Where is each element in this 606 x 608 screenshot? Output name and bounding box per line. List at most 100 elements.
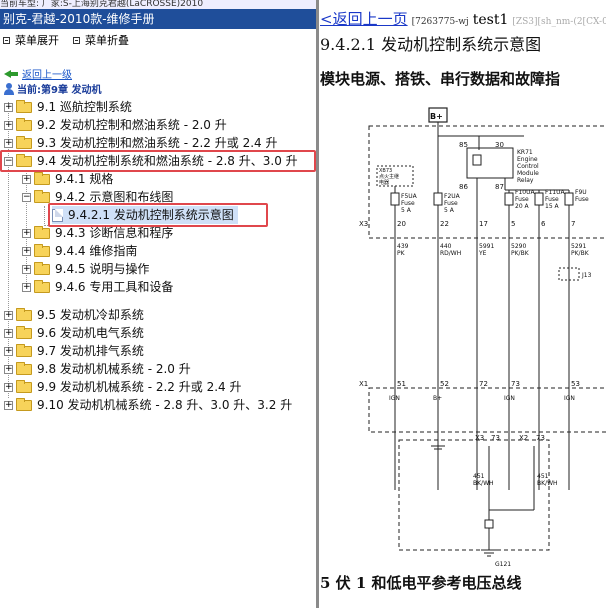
collapse-menu-button[interactable]: 菜单折叠 <box>73 32 129 48</box>
tree-item-9-10[interactable]: +9.10 发动机机械系统 - 2.8 升、3.0 升、3.2 升 <box>4 397 293 412</box>
wire-id: 5291 <box>571 243 586 250</box>
fuse-f9u <box>564 192 574 206</box>
pane-splitter[interactable] <box>316 0 319 608</box>
bplus-label: B+ <box>430 112 443 121</box>
expand-toggle[interactable]: + <box>22 245 31 256</box>
fuse-f2ua <box>433 192 443 206</box>
folder-icon <box>16 397 32 411</box>
fuse-block-outline <box>368 125 606 239</box>
wire-id: 5991 <box>479 243 494 250</box>
ground-outline <box>398 439 550 551</box>
expand-toggle[interactable]: + <box>4 363 13 374</box>
fuse-label: F2UA <box>444 193 461 200</box>
expand-toggle[interactable]: + <box>22 281 31 292</box>
tree-item-9-4-2[interactable]: −9.4.2 示意图和布线图 <box>22 189 174 204</box>
content-header: <返回上一页 [7263775-wj test1 [ZS3][sh_nm-(2[… <box>320 8 606 29</box>
wire-color: PK <box>397 250 406 257</box>
expand-toggle[interactable]: + <box>22 227 31 238</box>
folder-icon <box>16 379 32 393</box>
expand-toggle[interactable]: + <box>4 345 13 356</box>
tree-item-9-4-2-1[interactable]: 9.4.2.1 发动机控制系统示意图 <box>52 206 238 224</box>
pin-number: 17 <box>479 220 488 228</box>
signal-label: IGN <box>504 395 515 402</box>
tree-item-9-4-6[interactable]: +9.4.6 专用工具和设备 <box>22 279 174 294</box>
user-icon <box>4 82 14 95</box>
tree-item-9-2[interactable]: +9.2 发动机控制和燃油系统 - 2.0 升 <box>4 117 227 132</box>
tree-item-9-8[interactable]: +9.8 发动机机械系统 - 2.0 升 <box>4 361 191 376</box>
pin-number: 73 <box>536 434 545 442</box>
wire-id: 440 <box>440 243 452 250</box>
expand-icon <box>3 36 10 44</box>
pin-number: 6 <box>541 220 546 228</box>
relay-pin-85: 85 <box>459 141 468 149</box>
folder-icon <box>34 243 50 257</box>
fuse-label: 15 A <box>545 203 560 210</box>
wire-color: YE <box>478 250 487 257</box>
tree-item-9-3[interactable]: +9.3 发动机控制和燃油系统 - 2.2 升或 2.4 升 <box>4 135 278 150</box>
relay-label-line: Engine <box>517 156 538 163</box>
tree-item-9-9[interactable]: +9.9 发动机机械系统 - 2.2 升或 2.4 升 <box>4 379 242 394</box>
wire-color: PK/BK <box>571 250 590 257</box>
relay-pin-86: 86 <box>459 183 468 191</box>
tree-item-9-4[interactable]: −9.4 发动机控制系统和燃油系统 - 2.8 升、3.0 升 <box>4 153 298 168</box>
expand-toggle[interactable]: + <box>4 101 13 112</box>
document-code: [ZS3][sh_nm-(2[CX-0 <box>512 17 606 27</box>
xb-label-line: 电器 <box>379 179 389 186</box>
connector-label: X3 <box>359 220 368 228</box>
fuse-f5ua <box>390 192 400 206</box>
collapse-toggle[interactable]: − <box>4 155 13 166</box>
folder-icon <box>16 117 32 131</box>
pin-number: 7 <box>571 220 575 228</box>
tree-item-9-1[interactable]: +9.1 巡航控制系统 <box>4 99 132 114</box>
manual-title: 别克-君越-2010款-维修手册 <box>0 9 316 29</box>
back-previous-page-link[interactable]: <返回上一页 <box>320 10 408 28</box>
expand-toggle[interactable]: + <box>4 137 13 148</box>
tree-item-9-4-5[interactable]: +9.4.5 说明与操作 <box>22 261 150 276</box>
tree-item-9-6[interactable]: +9.6 发动机电气系统 <box>4 325 144 340</box>
fuse-label: Fuse <box>444 200 458 207</box>
open-folder-icon <box>16 153 32 167</box>
tree-item-9-4-3[interactable]: +9.4.3 诊断信息和程序 <box>22 225 174 240</box>
xb-label-line: 点火主继 <box>379 173 399 180</box>
expand-menu-button[interactable]: 菜单展开 <box>3 32 59 48</box>
expand-toggle[interactable]: + <box>4 119 13 130</box>
connector-label: J13 <box>581 272 592 279</box>
relay-pin-30: 30 <box>495 141 504 149</box>
connector-label: X1 <box>359 380 368 388</box>
current-location: 当前:第9章 发动机 <box>4 81 101 96</box>
vehicle-crumb: 当前车型: 厂家:S-上海别克君越(LaCROSSE)2010 <box>0 0 318 9</box>
tree-item-9-5[interactable]: +9.5 发动机冷却系统 <box>4 307 144 322</box>
wiring-diagram: B+ 85 30 86 87 KR71 Engine Control Modul… <box>359 107 606 568</box>
document-user: test1 <box>472 12 509 28</box>
bottom-heading: 5 伏 1 和低电平参考电压总线 <box>320 574 522 592</box>
tree-item-9-4-1[interactable]: +9.4.1 规格 <box>22 171 114 186</box>
wire-color: BK/WH <box>537 480 558 487</box>
collapse-icon <box>73 36 80 44</box>
folder-icon <box>16 307 32 321</box>
back-up-link[interactable]: 返回上一级 <box>4 66 72 81</box>
tree-item-9-7[interactable]: +9.7 发动机排气系统 <box>4 343 144 358</box>
relay-symbol <box>466 147 514 179</box>
folder-icon <box>34 225 50 239</box>
expand-toggle[interactable]: + <box>4 381 13 392</box>
expand-toggle[interactable]: + <box>4 309 13 320</box>
folder-icon <box>34 261 50 275</box>
expand-toggle[interactable]: + <box>22 173 31 184</box>
expand-toggle[interactable]: + <box>4 327 13 338</box>
document-icon <box>52 208 63 222</box>
open-folder-icon <box>34 189 50 203</box>
wire-color: PK/BK <box>511 250 530 257</box>
wire-id: 451 <box>473 473 485 480</box>
highlight-box-9-4 <box>0 150 316 172</box>
pin-number: 51 <box>397 380 406 388</box>
collapse-toggle[interactable]: − <box>22 191 31 202</box>
signal-label: B+ <box>433 395 442 402</box>
relay-label-line: Module <box>517 170 539 177</box>
expand-toggle[interactable]: + <box>4 399 13 410</box>
content-pane: <返回上一页 [7263775-wj test1 [ZS3][sh_nm-(2[… <box>319 0 606 608</box>
expand-toggle[interactable]: + <box>22 263 31 274</box>
pin-number: 22 <box>440 220 449 228</box>
tree-item-9-4-4[interactable]: +9.4.4 维修指南 <box>22 243 138 258</box>
connector-label: X2 <box>519 434 528 442</box>
fuse-label: F5UA <box>401 193 418 200</box>
